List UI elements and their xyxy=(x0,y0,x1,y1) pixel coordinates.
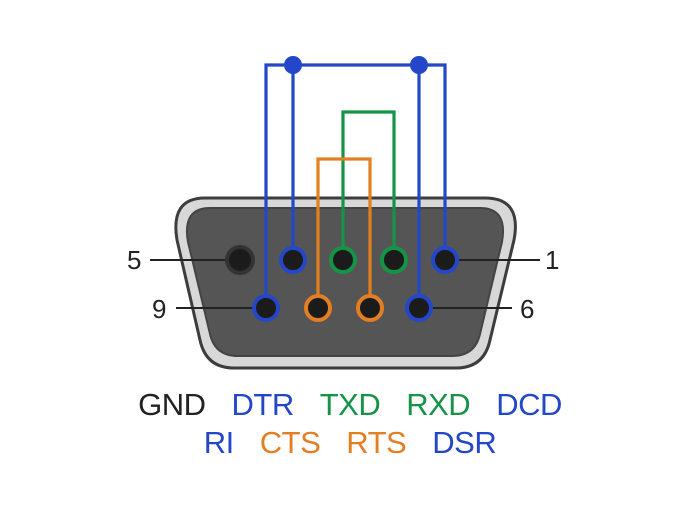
signal-label-row-bottom: RI CTS RTS DSR xyxy=(0,425,700,461)
signal-label-row-top: GND DTR TXD RXD DCD xyxy=(0,387,700,423)
signal-rts: RTS xyxy=(346,425,407,460)
signal-rxd: RXD xyxy=(406,387,471,422)
pin5-gnd xyxy=(225,245,255,275)
orange-loop-wire xyxy=(316,157,372,308)
pin9-ri xyxy=(252,294,280,322)
pin-number-5: 5 xyxy=(127,245,141,275)
signal-gnd: GND xyxy=(138,387,206,422)
blue-junction-dot-left xyxy=(284,56,302,74)
signal-dtr: DTR xyxy=(231,387,295,422)
signal-dcd: DCD xyxy=(496,387,562,422)
pin3-txd xyxy=(329,246,357,274)
blue-junction-dot-right xyxy=(410,56,428,74)
pin7-rts xyxy=(356,294,384,322)
pin4-dtr xyxy=(279,246,307,274)
connector-shell-face xyxy=(186,207,504,357)
pin-number-1: 1 xyxy=(545,245,559,275)
pin6-dsr xyxy=(405,294,433,322)
signal-txd: TXD xyxy=(319,387,381,422)
pin-number-9: 9 xyxy=(152,294,166,324)
blue-loop-wire xyxy=(264,63,447,308)
signal-cts: CTS xyxy=(259,425,321,460)
signal-dsr: DSR xyxy=(432,425,497,460)
pin8-cts xyxy=(304,294,332,322)
green-loop-wire xyxy=(341,110,396,260)
pin1-dcd xyxy=(431,246,459,274)
pin2-rxd xyxy=(380,246,408,274)
pin-number-6: 6 xyxy=(520,294,534,324)
signal-ri: RI xyxy=(203,425,235,460)
